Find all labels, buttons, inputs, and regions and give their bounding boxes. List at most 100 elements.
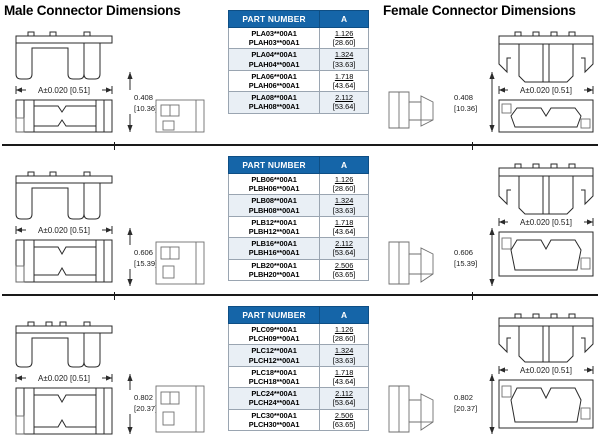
cell-dimension-a: 1.324[33.63] [319, 48, 369, 71]
part-number-primary: PLA04**00A1 [251, 50, 297, 60]
divider-tick [114, 292, 115, 300]
part-number-primary: PLA03**00A1 [251, 29, 297, 38]
part-number-secondary: PLBH20**00A1 [248, 269, 300, 279]
female-height-dimension-3: 0.802 [20.37] [452, 374, 500, 436]
female-drawing-group-2: A±0.020 [0.51] [497, 160, 597, 288]
part-number-secondary: PLCH30**00A1 [248, 419, 300, 429]
dimension-a-inch: 1.718 [334, 217, 354, 227]
part-number-secondary: PLAH03**00A1 [248, 38, 300, 48]
part-number-primary: PLC24**00A1 [251, 389, 297, 399]
cell-dimension-a: 1.718[43.64] [319, 365, 369, 389]
dimension-a-inch: 2.112 [335, 93, 354, 103]
dimension-a-mm: [28.60] [332, 38, 356, 48]
dimension-a-mm: [33.63] [332, 355, 356, 365]
table-header-row: PART NUMBER A [227, 10, 369, 28]
part-number-primary: PLC30**00A1 [251, 410, 297, 420]
part-number-primary: PLA06**00A1 [251, 71, 297, 81]
part-number-secondary: PLBH16**00A1 [248, 248, 300, 258]
female-width-dimension-3: A±0.020 [0.51] [498, 364, 594, 376]
dimension-a-inch: 2.112 [335, 239, 354, 249]
male-height-dimension-1: 0.408 [10.36] [112, 72, 182, 140]
section-divider-2 [2, 292, 598, 300]
svg-text:0.606: 0.606 [134, 248, 153, 257]
part-number-secondary: PLAH06**00A1 [248, 81, 300, 91]
column-header-part-number: PART NUMBER [227, 156, 321, 174]
dimension-a-inch: 1.718 [334, 71, 354, 81]
male-plan-view-1 [15, 99, 113, 133]
male-width-dimension-1: A±0.020 [0.51] [15, 84, 113, 96]
cell-dimension-a: 1.718[43.64] [319, 215, 369, 239]
divider-tick [472, 292, 473, 300]
dimension-a-inch: 1.126 [334, 29, 354, 38]
cell-dimension-a: 1.126[28.60] [319, 26, 369, 50]
male-width-dimension-3: A±0.020 [0.51] [15, 372, 113, 384]
part-number-secondary: PLCH12**00A1 [248, 355, 300, 365]
dimension-a-mm: [63.65] [332, 419, 356, 429]
female-plan-view-2 [498, 231, 594, 277]
cell-dimension-a: 2.112[53.64] [319, 91, 369, 114]
section-divider-1 [2, 142, 598, 150]
dimension-a-mm: [28.60] [332, 334, 356, 344]
cell-dimension-a: 2.112[53.64] [319, 237, 369, 260]
male-end-view-2 [152, 238, 212, 288]
dimension-a-inch: 1.324 [334, 50, 354, 60]
cell-dimension-a: 2.506[63.65] [319, 258, 369, 282]
male-front-view-2 [15, 171, 113, 220]
svg-text:0.802: 0.802 [134, 393, 153, 402]
dimension-a-inch: 1.324 [334, 346, 354, 356]
female-iso-view-2 [385, 236, 445, 290]
svg-text:0.606: 0.606 [454, 248, 473, 257]
female-iso-view-1 [385, 86, 445, 134]
dimension-a-inch: 2.506 [334, 410, 354, 420]
male-drawing-group-3: A±0.020 [0.51] [6, 318, 218, 436]
part-number-primary: PLB12**00A1 [251, 217, 297, 227]
part-number-primary: PLC12**00A1 [251, 346, 297, 356]
svg-text:[20.37]: [20.37] [454, 404, 477, 413]
column-header-a: A [319, 10, 369, 28]
male-end-view-3 [152, 384, 212, 436]
female-plan-view-3 [498, 379, 594, 429]
part-number-primary: PLB06**00A1 [251, 175, 297, 184]
part-number-primary: PLC18**00A1 [251, 367, 297, 377]
dimension-a-inch: 1.718 [334, 367, 354, 377]
female-front-view-1 [498, 31, 594, 83]
dimension-a-mm: [43.64] [332, 377, 356, 387]
svg-text:[15.39]: [15.39] [454, 259, 477, 268]
female-drawing-group-1: A±0.020 [0.51] [497, 28, 597, 136]
male-height-dimension-3: 0.802 [20.37] [112, 374, 182, 436]
male-front-view-3 [15, 321, 113, 368]
svg-text:[10.36]: [10.36] [454, 104, 477, 113]
part-number-primary: PLC09**00A1 [251, 325, 297, 334]
column-header-a: A [319, 156, 369, 174]
dimension-a-mm: [53.64] [332, 102, 356, 112]
dimension-a-mm: [63.65] [332, 269, 356, 279]
part-number-secondary: PLBH06**00A1 [248, 184, 300, 194]
part-number-secondary: PLCH18**00A1 [248, 377, 300, 387]
female-drawing-group-3: A±0.020 [0.51] [497, 310, 597, 436]
table-header-row: PART NUMBER A [227, 306, 369, 324]
dimension-a-inch: 1.126 [334, 175, 354, 184]
height-value-inch: 0.408 [134, 93, 153, 102]
part-number-primary: PLB08**00A1 [251, 196, 297, 206]
part-number-secondary: PLCH24**00A1 [248, 398, 300, 408]
